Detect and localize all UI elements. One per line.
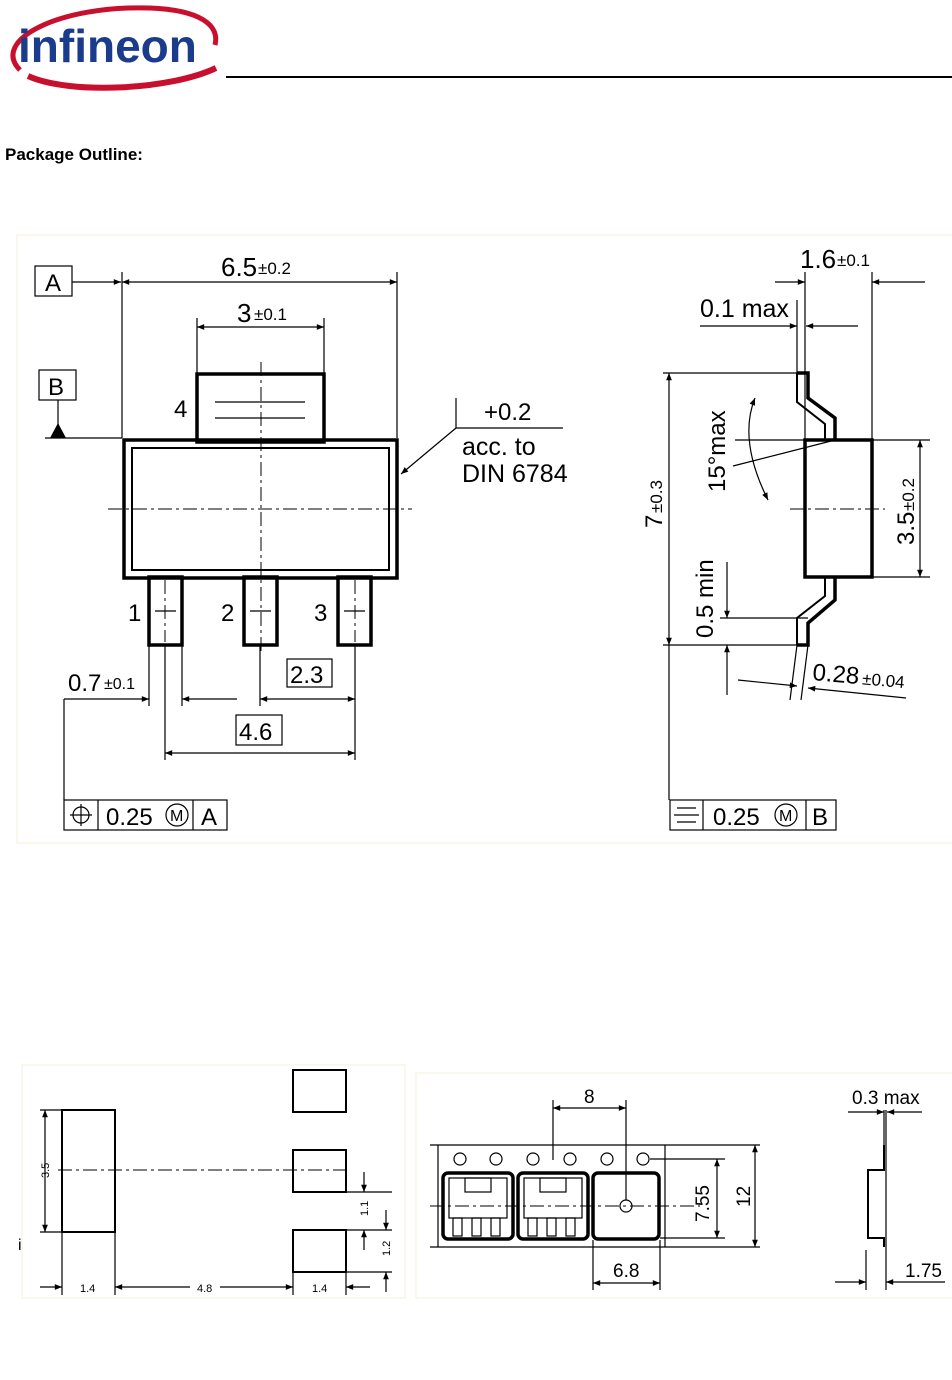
pad xyxy=(292,1149,347,1193)
datum-a-label: A xyxy=(45,270,61,297)
dim-pad-gap: 1.1 xyxy=(359,1201,371,1216)
dim-angle: 15°max xyxy=(704,410,731,492)
datum-b-label: B xyxy=(48,374,64,401)
pocket-with-part xyxy=(441,1171,515,1241)
dim-hole-offset: 1.75 xyxy=(905,1261,942,1282)
pad xyxy=(292,1229,347,1273)
dim-width: 6.5 xyxy=(221,252,257,282)
fcf-a-tolerance: 0.25 xyxy=(106,804,153,831)
fcf-a-datum: A xyxy=(201,804,217,831)
infineon-logo: infineon xyxy=(10,5,219,91)
dim-pad-height: 3.5 xyxy=(40,1163,52,1178)
position-tolerance-frame: 0.25 M A xyxy=(63,799,228,831)
dim-gap: 4.8 xyxy=(197,1283,212,1295)
dim-span: 4.6 xyxy=(239,719,272,746)
dim-standoff: 0.1 max xyxy=(700,295,789,323)
dim-cover-thickness: 0.3 max xyxy=(852,1088,920,1109)
pin-label-1: 1 xyxy=(128,600,141,627)
dim-thickness: 1.6 xyxy=(800,244,836,274)
dim-body-tol: ±0.2 xyxy=(899,478,918,511)
dim-pitch: 8 xyxy=(584,1087,595,1108)
dim-lead-width: 0.7 xyxy=(68,670,101,697)
dim-height: 7 xyxy=(641,515,668,528)
dim-pad-width-left: 1.4 xyxy=(80,1283,95,1295)
pad xyxy=(292,1069,347,1113)
dim-lead-thickness-tol: ±0.04 xyxy=(861,669,905,692)
tab-pad xyxy=(61,1109,116,1233)
dim-lead-thickness: 0.28 xyxy=(811,659,860,690)
dim-lead-width-tol: ±0.1 xyxy=(104,676,135,693)
fcf-b-tolerance: 0.25 xyxy=(713,804,760,831)
pin-label-4: 4 xyxy=(174,396,187,423)
dim-body: 3.5 xyxy=(893,512,920,545)
dim-tab-tol: ±0.1 xyxy=(254,305,287,324)
dim-pad-width-right: 1.4 xyxy=(312,1283,327,1295)
dim-pad-height-small: 1.2 xyxy=(381,1241,393,1256)
symmetry-icon xyxy=(674,807,699,823)
note-line-1: acc. to xyxy=(462,433,536,461)
dim-thickness-tol: ±0.1 xyxy=(837,251,870,270)
logo-text: infineon xyxy=(18,20,197,72)
tape-drawing: 8 7.55 12 6.8 0.3 max 1.75 xyxy=(415,1072,952,1299)
flatness-tolerance-frame: 0.25 M B xyxy=(669,799,837,831)
package-outline-drawing: 4 1 2 3 A 6.5 ±0.2 3 ±0.1 B +0.2 acc. to… xyxy=(16,234,952,844)
dim-lead-length: 0.5 min xyxy=(692,559,719,638)
fcf-b-modifier: M xyxy=(779,808,792,825)
fcf-a-modifier: M xyxy=(170,808,183,825)
sprocket-holes xyxy=(453,1152,650,1166)
note-tolerance: +0.2 xyxy=(484,399,531,426)
dim-pitch: 2.3 xyxy=(290,662,323,689)
pocket-with-part xyxy=(516,1171,590,1241)
fcf-b-datum: B xyxy=(812,804,828,831)
pin-label-3: 3 xyxy=(314,600,327,627)
section-title: Package Outline: xyxy=(5,145,143,164)
note-line-2: DIN 6784 xyxy=(462,460,568,488)
dim-pocket-width: 6.8 xyxy=(613,1261,639,1282)
dim-tab: 3 xyxy=(237,298,251,328)
dim-width-tol: ±0.2 xyxy=(258,259,291,278)
stray-mark: i xyxy=(18,1237,22,1254)
dim-height-tol: ±0.3 xyxy=(647,480,666,513)
dim-tape-width: 12 xyxy=(734,1186,755,1207)
dim-pocket-center: 7.55 xyxy=(693,1185,714,1222)
footprint-drawing: 3.5 1.4 4.8 1.4 1.1 1.2 i xyxy=(18,1064,406,1299)
pin-label-2: 2 xyxy=(221,600,234,627)
